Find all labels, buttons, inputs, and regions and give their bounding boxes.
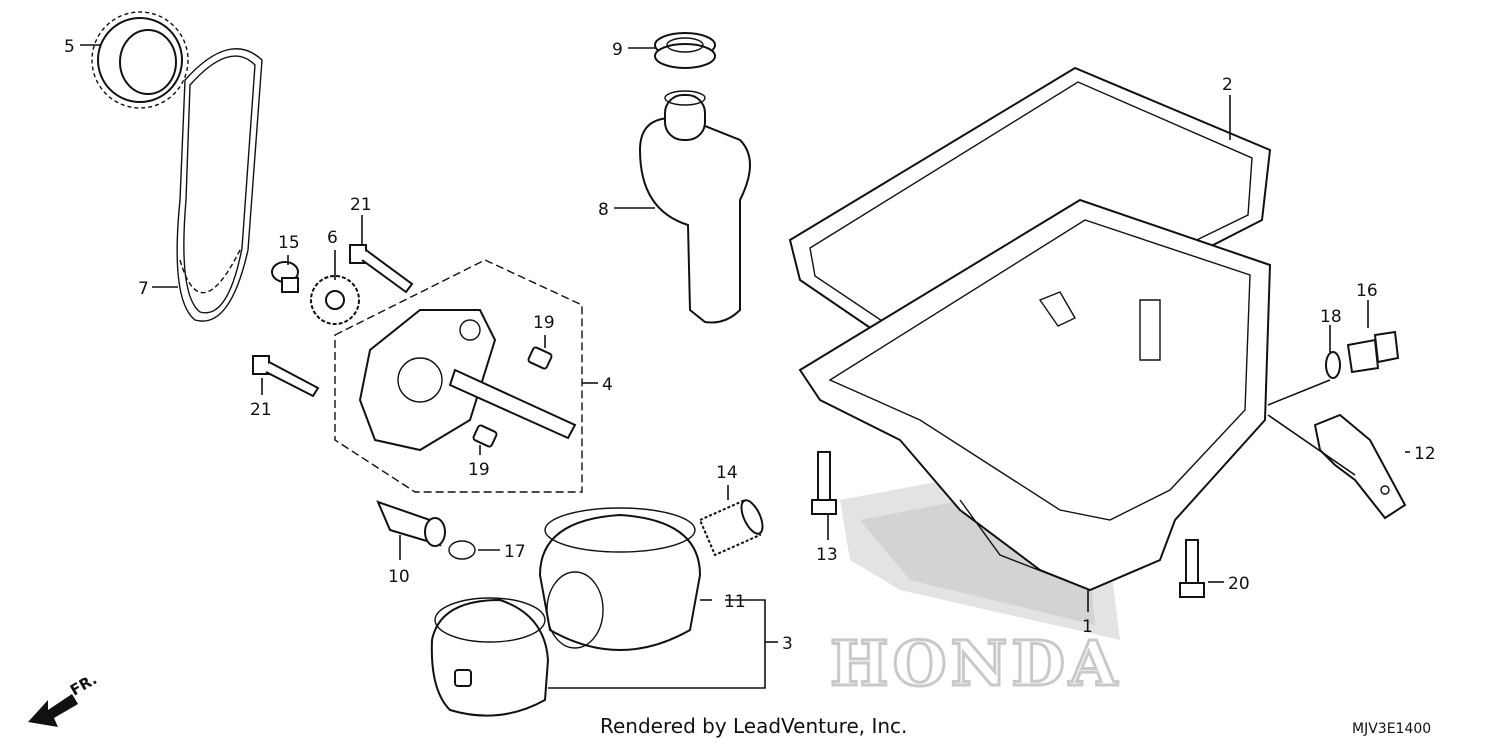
render-credit: Rendered by LeadVenture, Inc. (600, 714, 907, 738)
part-15-bolt (271, 261, 299, 293)
part-1-oil-pan (798, 198, 1272, 592)
label-part-1: 1 (1082, 617, 1093, 637)
label-part-19-upper: 19 (533, 313, 555, 333)
part-19-dowel-upper (527, 346, 553, 370)
label-part-21-upper: 21 (350, 195, 372, 215)
part-17-oring (448, 540, 476, 560)
label-part-19-lower: 19 (468, 460, 490, 480)
label-part-13: 13 (816, 545, 838, 565)
part-19-dowel-lower (472, 424, 498, 448)
part-21-bolt-lower (252, 355, 320, 398)
part-16-drain-bolt (1346, 330, 1400, 374)
part-5-sprocket (91, 11, 189, 109)
leader-lines (80, 44, 1410, 689)
label-part-3: 3 (782, 634, 793, 654)
part-8-strainer (638, 90, 751, 324)
label-part-14: 14 (716, 463, 738, 483)
label-part-8: 8 (598, 200, 609, 220)
label-part-11: 11 (724, 592, 746, 612)
part-14-nipple (698, 498, 764, 557)
part-18-washer (1325, 351, 1341, 379)
diagram-code: MJV3E1400 (1352, 721, 1431, 737)
label-part-5: 5 (64, 37, 75, 57)
label-part-10: 10 (388, 567, 410, 587)
label-part-6: 6 (327, 228, 338, 248)
honda-watermark-text: HONDA (830, 627, 1121, 700)
part-3-filter-cap (430, 597, 550, 717)
part-9-seal (654, 32, 716, 69)
label-part-18: 18 (1320, 307, 1342, 327)
part-13-bolt (811, 451, 837, 515)
part-6-gear (310, 275, 360, 325)
label-part-17: 17 (504, 542, 526, 562)
label-part-2: 2 (1222, 75, 1233, 95)
part-11-filter (538, 507, 702, 651)
part-20-bolt (1179, 539, 1205, 598)
label-part-9: 9 (612, 40, 623, 60)
part-12-bracket (1313, 413, 1407, 520)
part-10-pipe (376, 500, 446, 547)
part-4-oil-pump (334, 259, 583, 493)
part-21-bolt-upper (349, 244, 414, 294)
front-direction-arrow-icon: FR. (28, 670, 100, 727)
label-part-20: 20 (1228, 574, 1250, 594)
part-7-chain (176, 48, 263, 322)
label-part-15: 15 (278, 233, 300, 253)
label-part-12: 12 (1414, 444, 1436, 464)
label-part-4: 4 (602, 375, 613, 395)
label-part-21-lower: 21 (250, 400, 272, 420)
label-part-16: 16 (1356, 281, 1378, 301)
label-part-7: 7 (138, 279, 149, 299)
